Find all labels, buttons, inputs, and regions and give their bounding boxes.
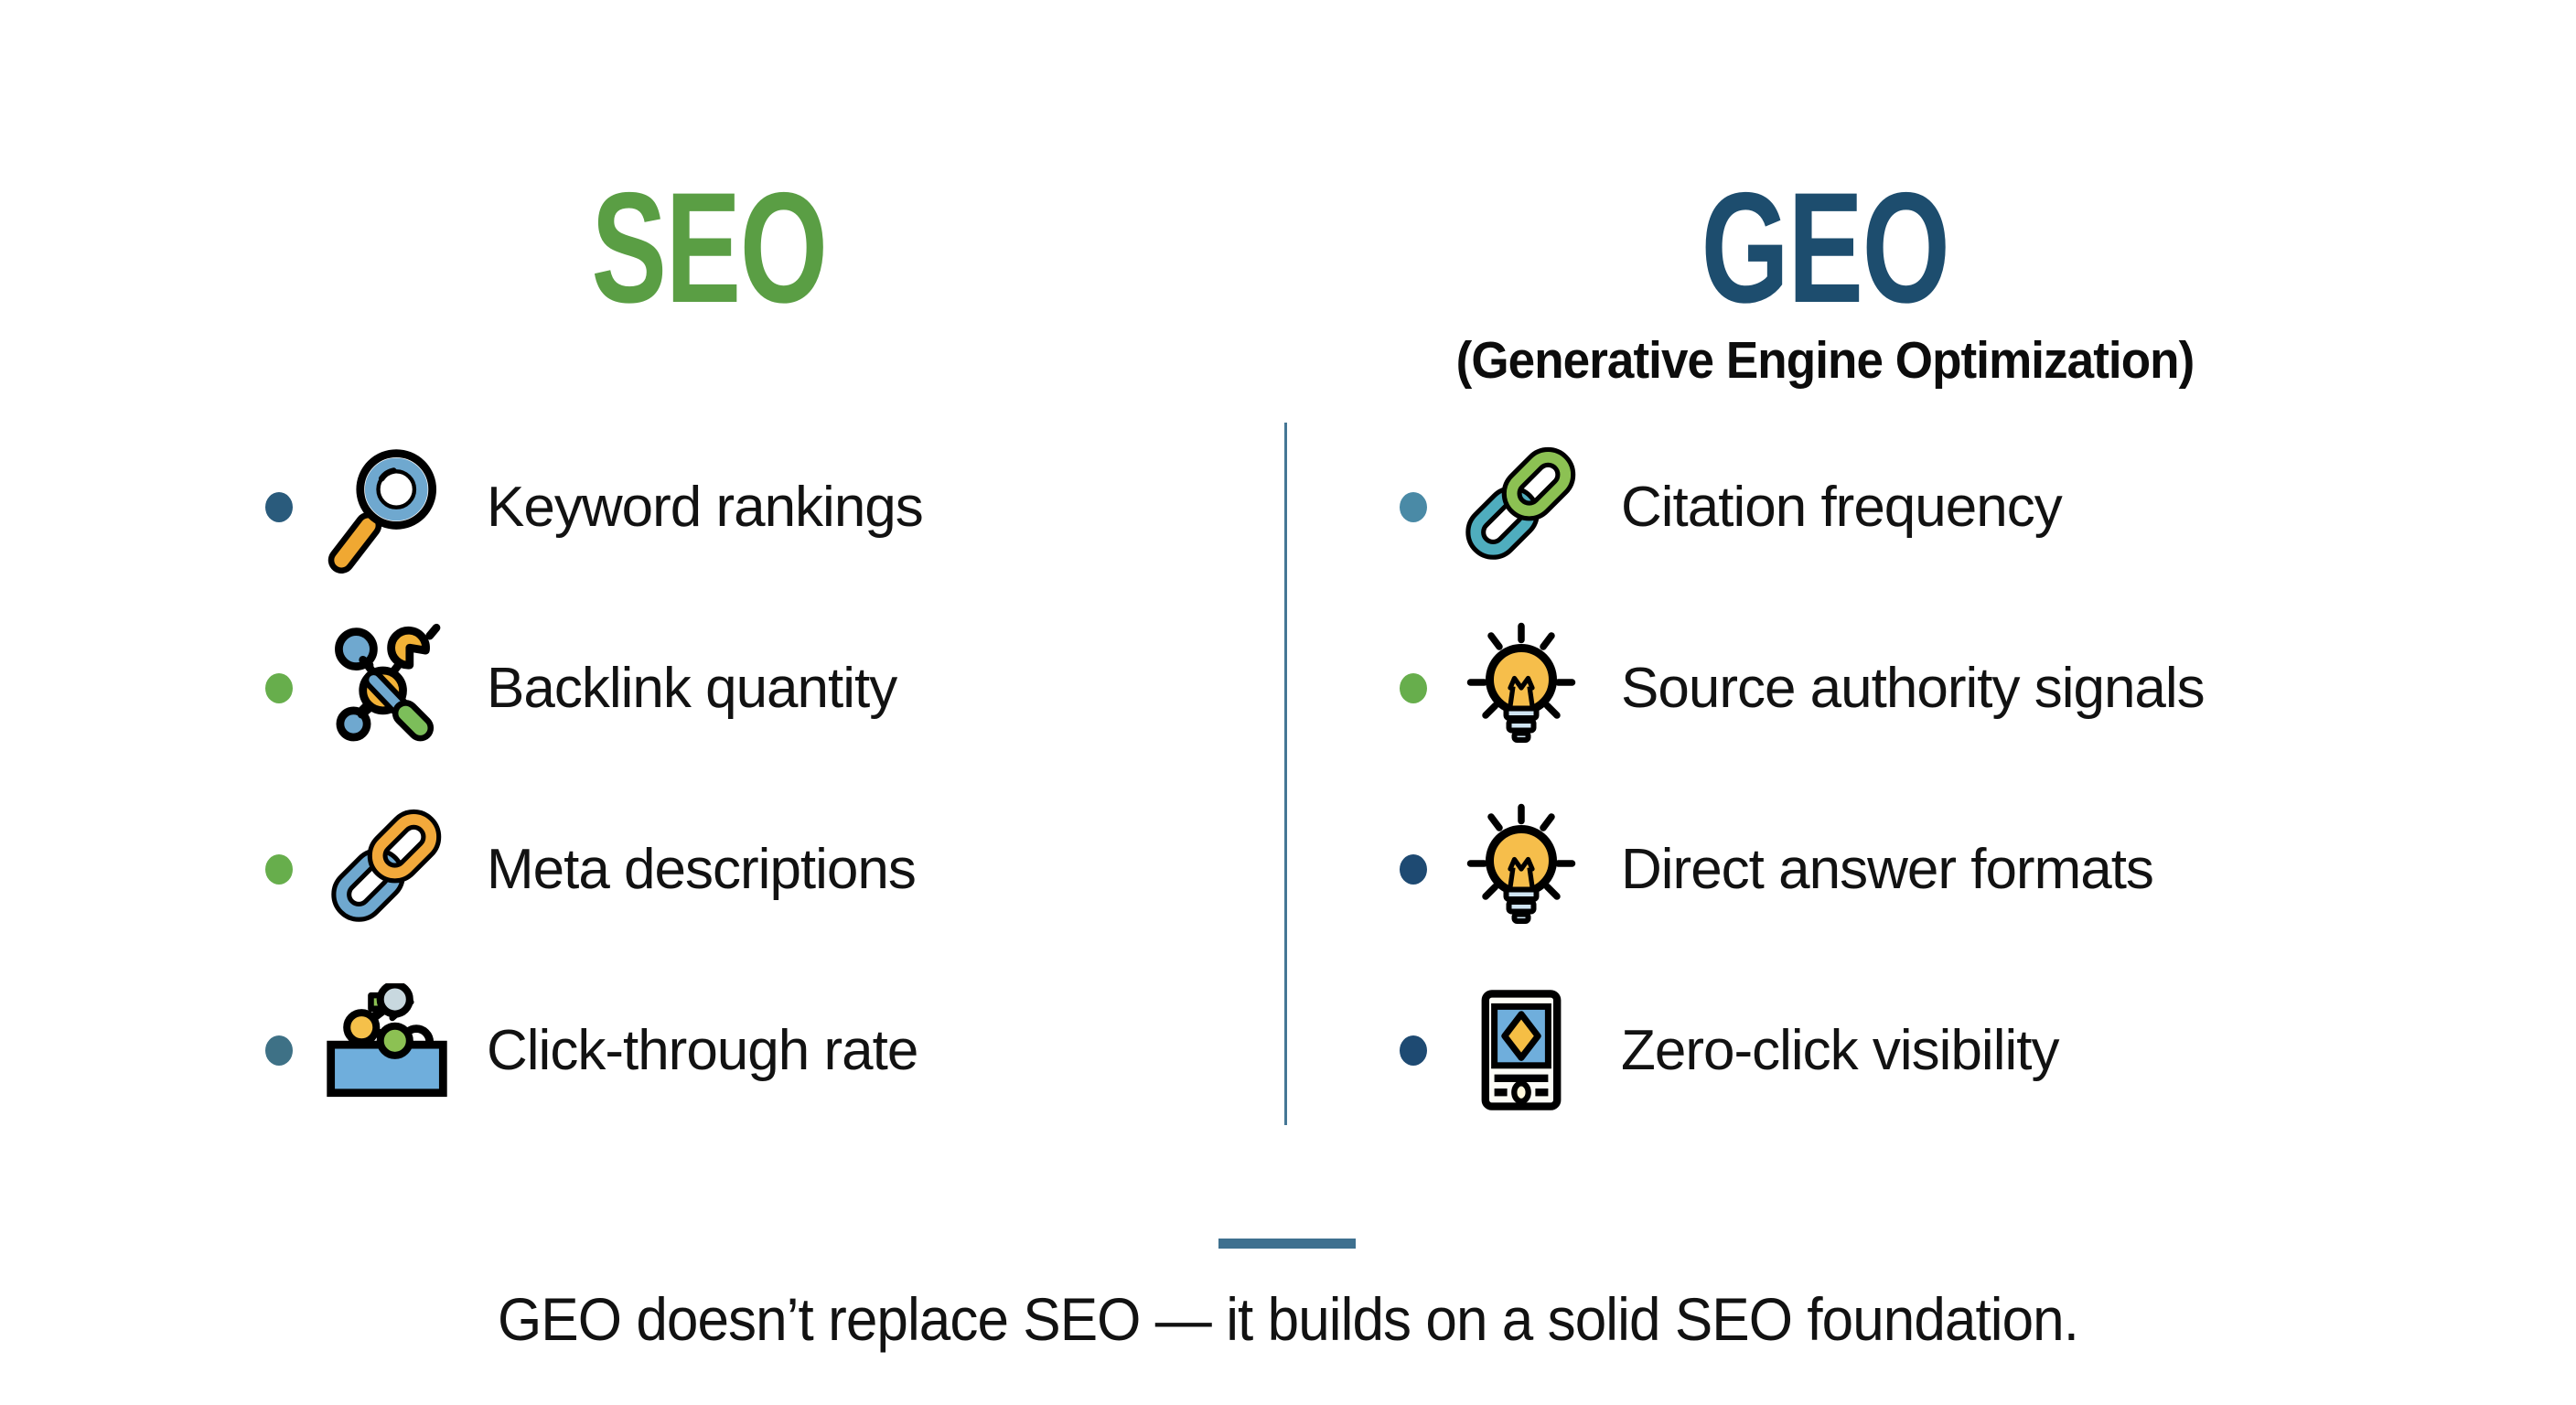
- footer-accent-line: [1218, 1239, 1356, 1249]
- lightbulb-icon: [1453, 609, 1590, 767]
- list-item: Direct answer formats: [1400, 778, 2205, 960]
- chain-link-icon: [318, 790, 456, 948]
- item-label: Zero-click visibility: [1621, 1018, 2059, 1082]
- item-label: Source authority signals: [1621, 656, 2206, 720]
- ctr-chart-icon: [318, 971, 456, 1129]
- list-item: Zero-click visibility: [1400, 960, 2205, 1141]
- screen-visibility-icon: [1453, 971, 1590, 1129]
- bullet-dot: [265, 853, 293, 885]
- bullet-dot: [1400, 853, 1427, 885]
- citation-chain-icon: [1453, 428, 1590, 585]
- geo-header: GEO (Generative Engine Optimization): [1317, 160, 2333, 391]
- geo-list: Citation frequency: [1400, 416, 2206, 1141]
- seo-title: SEO: [591, 160, 828, 336]
- geo-subtitle: (Generative Engine Optimization): [1455, 331, 2195, 391]
- bullet-dot: [265, 672, 293, 703]
- item-label: Citation frequency: [1621, 475, 2063, 539]
- list-item: Keyword rankings: [265, 416, 924, 597]
- item-label: Meta descriptions: [487, 837, 917, 901]
- item-label: Click-through rate: [487, 1018, 918, 1082]
- list-item: Source authority signals: [1400, 597, 2206, 778]
- item-label: Keyword rankings: [487, 475, 924, 539]
- item-label: Direct answer formats: [1621, 837, 2154, 901]
- list-item: Backlink quantity: [265, 597, 923, 778]
- bullet-dot: [265, 491, 293, 522]
- bullet-dot: [265, 1035, 293, 1066]
- bullet-dot: [1400, 491, 1427, 522]
- list-item: Click-through rate: [265, 960, 923, 1141]
- item-label: Backlink quantity: [487, 656, 897, 720]
- column-divider-line: [1284, 423, 1287, 1125]
- seo-list: Keyword rankings: [265, 416, 924, 1141]
- list-item: Citation frequency: [1400, 416, 2205, 597]
- bullet-dot: [1400, 672, 1427, 703]
- geo-title: GEO: [1701, 160, 1950, 336]
- list-item: Meta descriptions: [265, 778, 923, 960]
- backlink-network-icon: [318, 609, 456, 767]
- footer-note: GEO doesn’t replace SEO — it builds on a…: [497, 1285, 2079, 1353]
- magnifier-icon: [318, 428, 456, 585]
- lightbulb-icon: [1453, 790, 1590, 948]
- bullet-dot: [1400, 1035, 1427, 1066]
